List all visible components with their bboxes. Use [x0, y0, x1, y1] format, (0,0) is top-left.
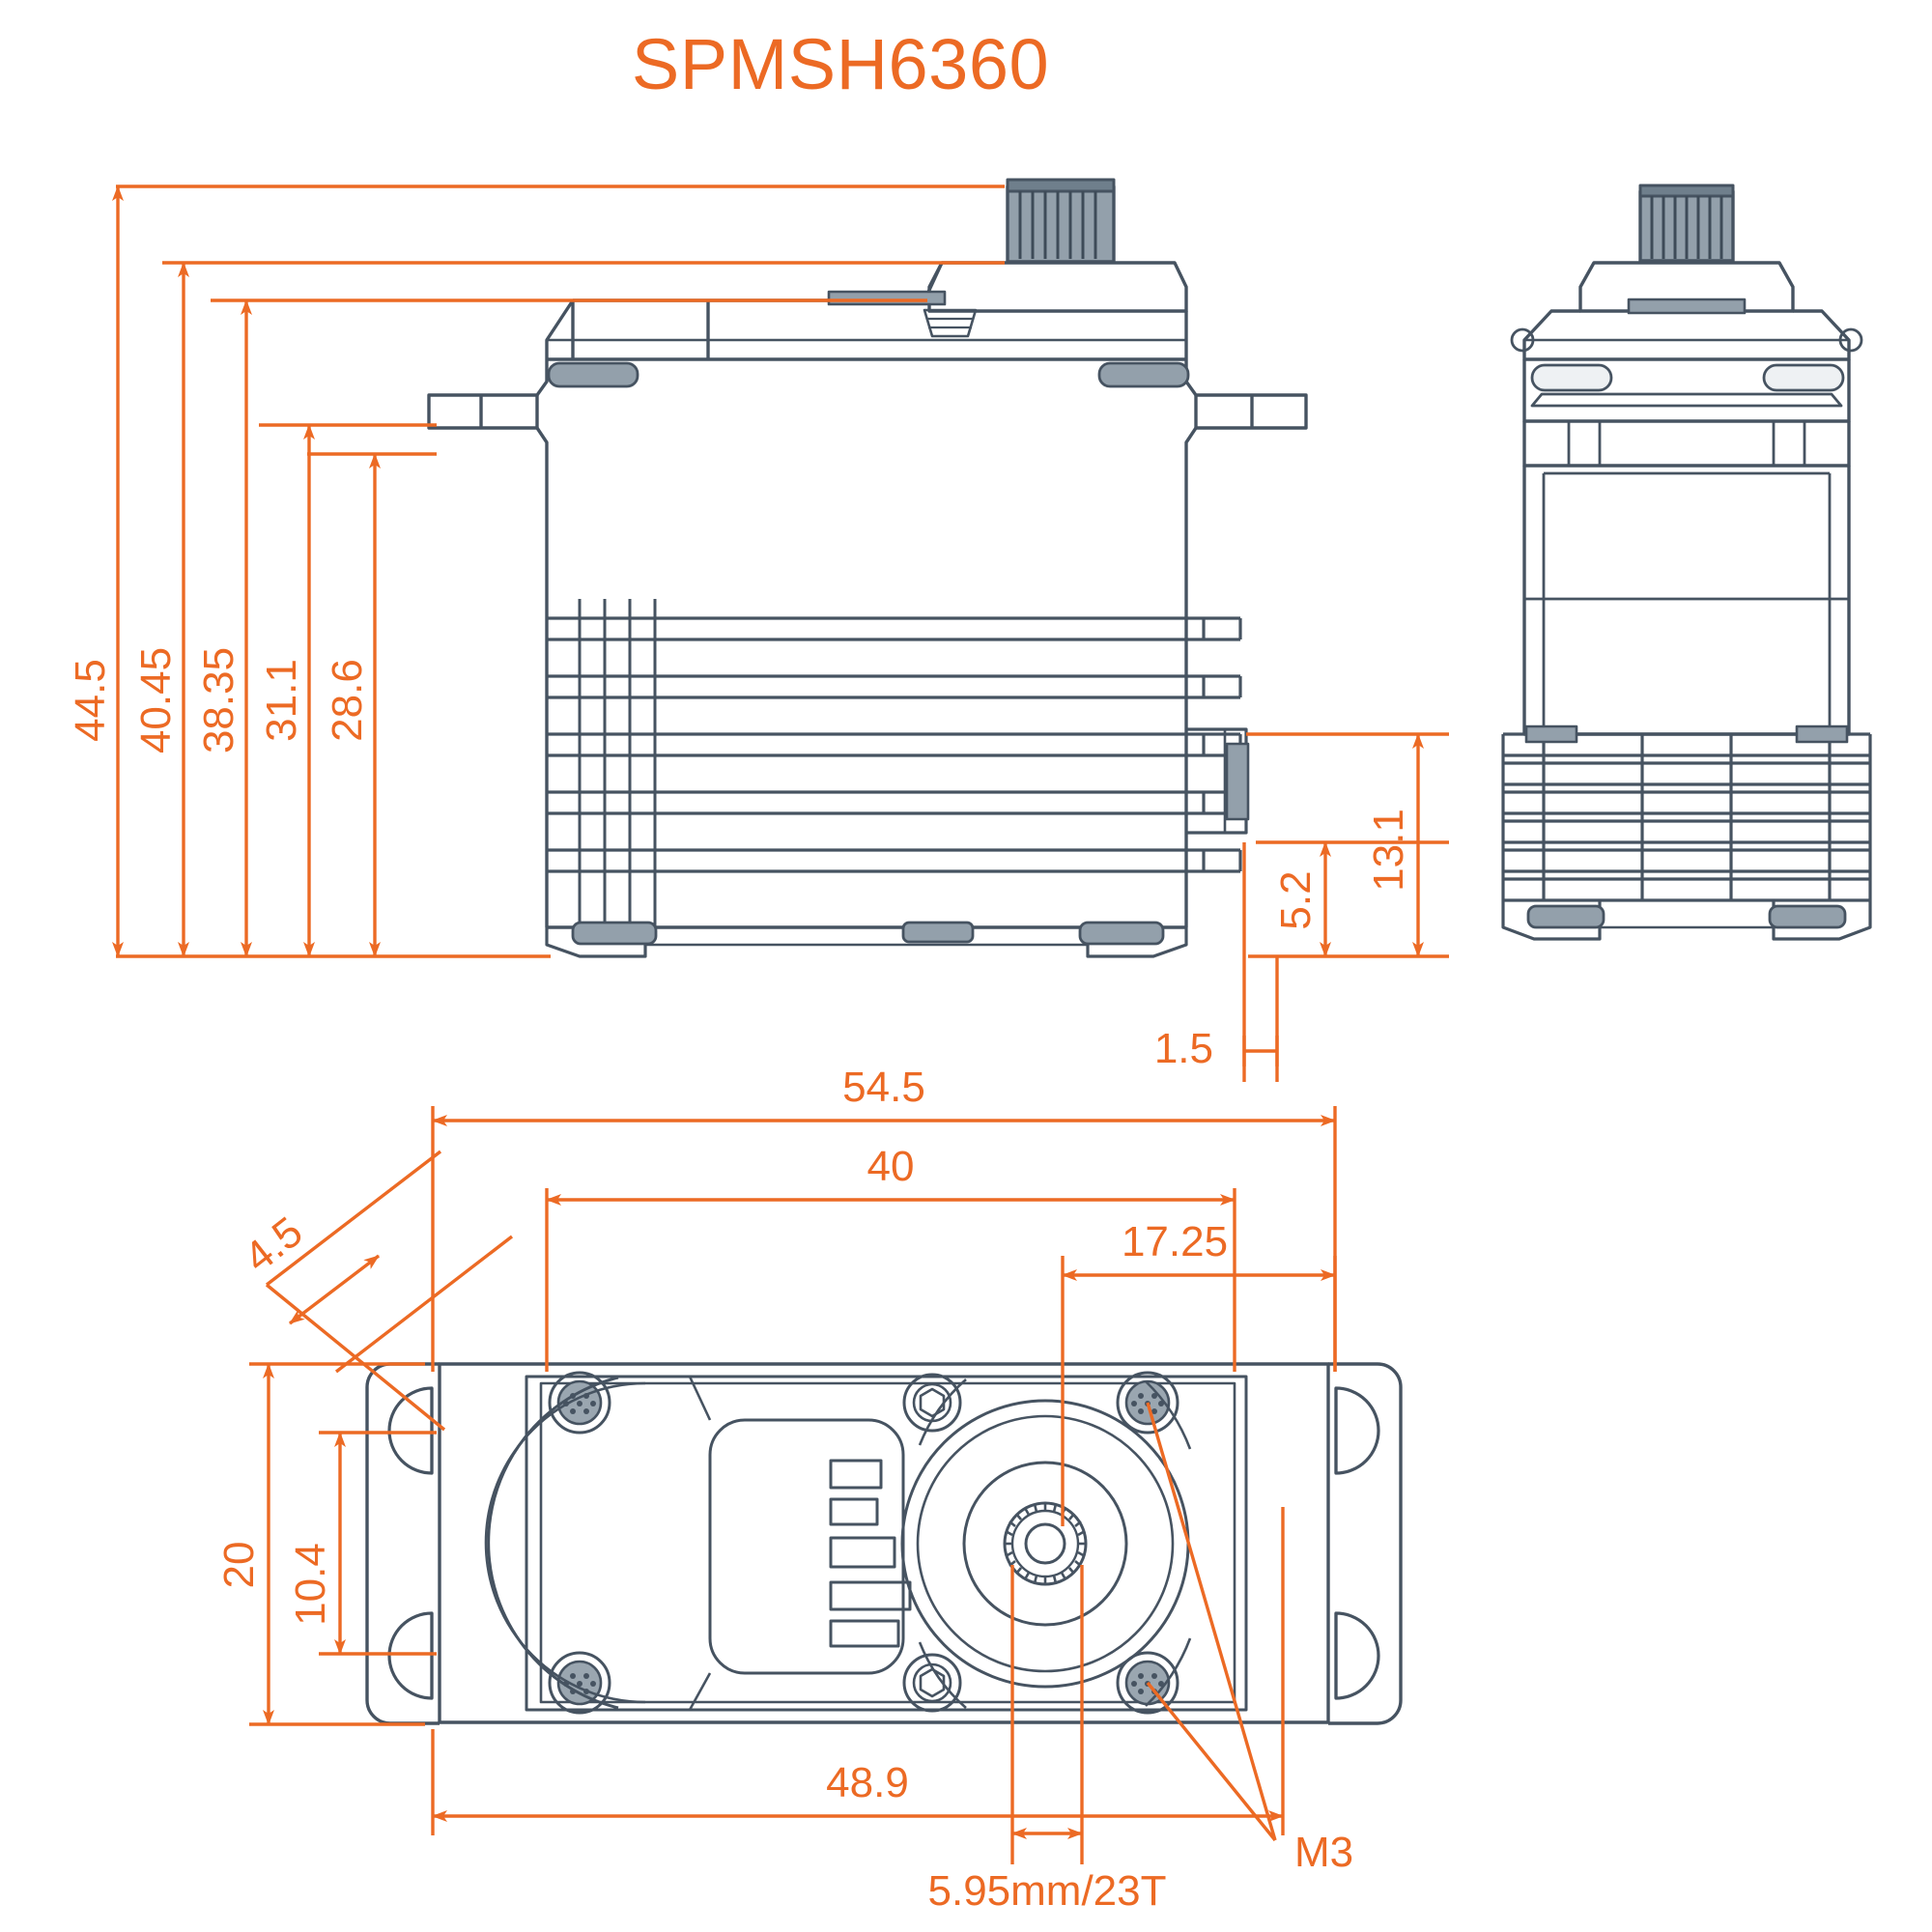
dimensions-bottom — [249, 1106, 1337, 1864]
dimension-labels-side-right: 13.1 5.2 1.5 — [1154, 809, 1412, 1072]
dim-44-5: 44.5 — [67, 659, 114, 742]
output-gear-group — [900, 1378, 1192, 1709]
dim-31-1: 31.1 — [258, 659, 305, 742]
page-title: SPMSH6360 — [631, 24, 1050, 104]
dimension-labels-bottom: 54.5 40 17.25 48.9 20 10.4 4.5 M3 5.95mm… — [215, 1064, 1353, 1915]
dim-1-5: 1.5 — [1154, 1025, 1213, 1072]
connector-slots — [829, 1459, 912, 1648]
callout-m3: M3 — [1294, 1829, 1353, 1876]
dim-40-45: 40.45 — [132, 647, 180, 753]
dim-5-2: 5.2 — [1272, 870, 1320, 929]
dim-40: 40 — [867, 1143, 915, 1190]
dimensions-side-right — [1242, 732, 1449, 1082]
dimensions-side-left — [112, 185, 1005, 958]
dim-20: 20 — [215, 1542, 263, 1589]
dim-10-4: 10.4 — [287, 1543, 334, 1626]
callout-spline: 5.95mm/23T — [928, 1867, 1167, 1915]
dim-13-1: 13.1 — [1365, 809, 1412, 892]
dim-28-6: 28.6 — [324, 659, 371, 742]
bottom-view — [365, 1362, 1403, 1725]
dim-38-35: 38.35 — [195, 647, 242, 753]
callout-4-5: 4.5 — [236, 1208, 311, 1281]
dim-48-9: 48.9 — [826, 1759, 909, 1806]
dimension-labels-side-left: 44.5 40.45 38.35 31.1 28.6 — [67, 647, 371, 753]
output-spline-shaft — [1006, 178, 1116, 264]
dim-17-25: 17.25 — [1122, 1218, 1228, 1265]
spline-hub — [1003, 1501, 1088, 1586]
side-view — [427, 178, 1308, 958]
front-view — [1501, 184, 1872, 941]
dim-54-5: 54.5 — [842, 1064, 925, 1111]
